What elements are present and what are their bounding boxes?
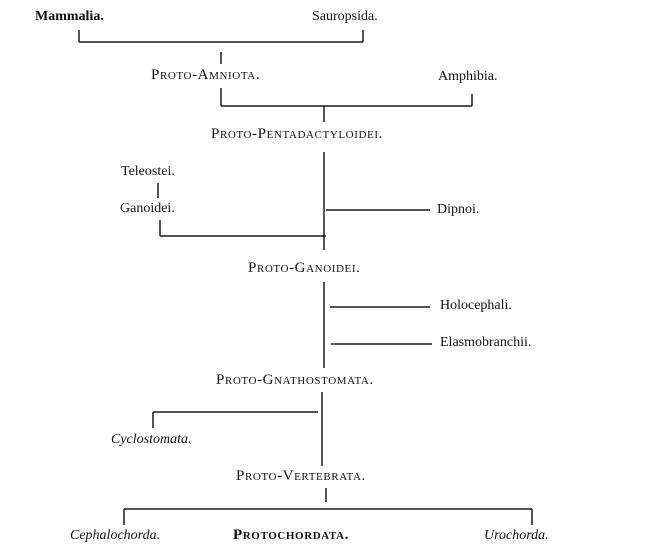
node-elasmobranchii: Elasmobranchii.	[440, 335, 532, 350]
node-dipnoi: Dipnoi.	[437, 202, 480, 217]
node-cephalochorda: Cephalochorda.	[70, 528, 161, 543]
node-proto-amniota: Proto-Amniota.	[151, 67, 261, 83]
node-proto-vertebrata: Proto-Vertebrata.	[236, 468, 366, 484]
node-holocephali: Holocephali.	[440, 298, 512, 313]
node-sauropsida: Sauropsida.	[312, 9, 378, 24]
node-protochordata: Protochordata.	[233, 527, 350, 543]
node-amphibia: Amphibia.	[438, 69, 498, 84]
node-ganoidei: Ganoidei.	[120, 201, 175, 216]
node-proto-pentadactyloidei: Proto-Pentadactyloidei.	[211, 126, 383, 142]
node-urochorda: Urochorda.	[484, 528, 549, 543]
node-mammalia: Mammalia.	[35, 9, 104, 24]
node-teleostei: Teleostei.	[121, 164, 175, 179]
node-proto-gnathostomata: Proto-Gnathostomata.	[216, 372, 374, 388]
node-cyclostomata: Cyclostomata.	[111, 432, 192, 447]
node-proto-ganoidei: Proto-Ganoidei.	[248, 260, 361, 276]
